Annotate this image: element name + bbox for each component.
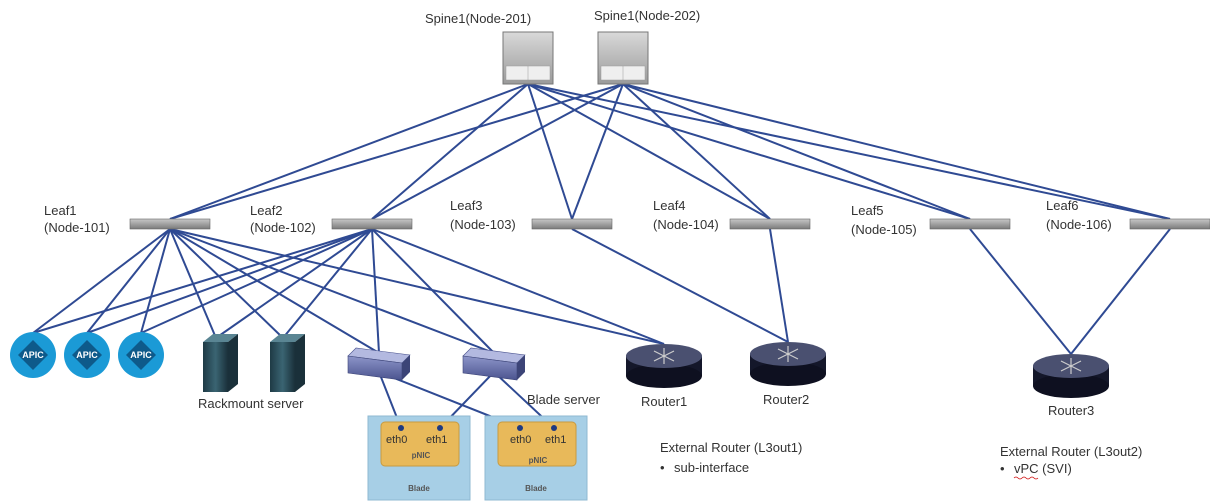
router-3 <box>1033 354 1109 398</box>
leaf-node-5: (Node-105) <box>851 222 917 237</box>
router-2-label: Router2 <box>763 392 809 407</box>
apic-controller-3: APIC <box>118 332 164 378</box>
leaf-switch-104 <box>729 218 811 230</box>
leaf-name-5: Leaf5 <box>851 203 884 218</box>
l3out2-bullet-mark: • <box>1000 461 1005 476</box>
router-2 <box>750 342 826 386</box>
rackmount-server-1 <box>203 334 238 392</box>
link-line-8 <box>622 83 771 220</box>
link-line-22 <box>282 228 373 339</box>
leaf-node-3: (Node-103) <box>450 217 516 232</box>
eth-port-dot-2 <box>437 425 443 431</box>
apic-label-1: APIC <box>22 350 44 360</box>
leaf-node-1: (Node-101) <box>44 220 110 235</box>
link-line-1 <box>169 83 529 220</box>
link-line-23 <box>169 228 380 354</box>
blade-2: eth0 eth1 pNIC Blade <box>484 415 588 501</box>
link-line-5 <box>527 83 573 220</box>
router-3-label: Router3 <box>1048 403 1094 418</box>
link-line-9 <box>527 83 971 220</box>
link-line-16 <box>86 228 373 334</box>
link-line-28 <box>371 228 665 345</box>
apic-label-3: APIC <box>130 350 152 360</box>
spine-switch-202 <box>597 31 649 85</box>
l3out1-title: External Router (L3out1) <box>660 440 802 455</box>
blade-switch-1 <box>347 347 411 381</box>
blade-2-eth0: eth0 <box>510 434 531 446</box>
blade-1-eth1: eth1 <box>426 434 447 446</box>
link-line-10 <box>622 83 971 220</box>
link-line-14 <box>32 228 373 334</box>
link-line-2 <box>169 83 624 220</box>
eth-port-dot-1 <box>398 425 404 431</box>
blade-1-label: Blade <box>408 484 430 493</box>
link-line-7 <box>527 83 771 220</box>
leaf-name-3: Leaf3 <box>450 198 483 213</box>
leaf-node-6: (Node-106) <box>1046 217 1112 232</box>
rackmount-server-label: Rackmount server <box>198 396 304 411</box>
link-line-24 <box>371 228 380 354</box>
eth-port-dot-3 <box>517 425 523 431</box>
apic-label-2: APIC <box>76 350 98 360</box>
link-line-29 <box>571 228 789 343</box>
link-line-30 <box>769 228 789 343</box>
blade-2-label: Blade <box>525 484 547 493</box>
links-layer <box>32 83 1171 429</box>
leaf-name-2: Leaf2 <box>250 203 283 218</box>
leaf-switch-106 <box>1129 218 1210 230</box>
l3out1-bullet-mark: • <box>660 460 665 475</box>
link-line-20 <box>215 228 373 339</box>
spine-label-202: Spine1(Node-202) <box>594 8 700 23</box>
blade-2-eth1: eth1 <box>545 434 566 446</box>
l3out2-bullet: vPC (SVI) <box>1014 461 1072 476</box>
router-1-label: Router1 <box>641 394 687 409</box>
pnic-card-2 <box>497 421 577 467</box>
link-line-21 <box>169 228 284 339</box>
l3out1-bullet: sub-interface <box>674 460 749 475</box>
link-line-11 <box>527 83 1171 220</box>
leaf-name-1: Leaf1 <box>44 203 77 218</box>
rackmount-server-2 <box>270 334 305 392</box>
link-line-6 <box>571 83 624 220</box>
eth-port-dot-4 <box>551 425 557 431</box>
apic-controller-1: APIC <box>10 332 56 378</box>
link-line-17 <box>140 228 171 334</box>
link-line-19 <box>169 228 217 339</box>
blade-1-eth0: eth0 <box>386 434 407 446</box>
blade-server-label: Blade server <box>527 392 601 407</box>
blade-1: eth0 eth1 pNIC Blade <box>367 415 471 501</box>
leaf-switch-101 <box>129 218 211 230</box>
spine-switch-201 <box>502 31 554 85</box>
apic-controller-2: APIC <box>64 332 110 378</box>
router-1 <box>626 344 702 388</box>
link-line-12 <box>622 83 1171 220</box>
blade-2-pnic: pNIC <box>529 456 548 465</box>
pnic-card-1 <box>380 421 460 467</box>
link-line-4 <box>371 83 624 220</box>
blade-switch-2 <box>462 347 526 381</box>
spine-label-201: Spine1(Node-201) <box>425 11 531 26</box>
blade-1-pnic: pNIC <box>412 451 431 460</box>
link-line-31 <box>969 228 1072 355</box>
link-line-27 <box>169 228 665 345</box>
leaf-switch-105 <box>929 218 1011 230</box>
spellcheck-underline <box>1013 476 1039 480</box>
link-line-32 <box>1070 228 1171 355</box>
leaf-switch-102 <box>331 218 413 230</box>
link-line-3 <box>371 83 529 220</box>
leaf-switch-103 <box>531 218 613 230</box>
leaf-node-2: (Node-102) <box>250 220 316 235</box>
l3out2-title: External Router (L3out2) <box>1000 444 1142 459</box>
link-line-25 <box>169 228 495 354</box>
link-line-15 <box>86 228 171 334</box>
link-line-13 <box>32 228 171 334</box>
leaf-node-4: (Node-104) <box>653 217 719 232</box>
leaf-name-6: Leaf6 <box>1046 198 1079 213</box>
leaf-name-4: Leaf4 <box>653 198 686 213</box>
